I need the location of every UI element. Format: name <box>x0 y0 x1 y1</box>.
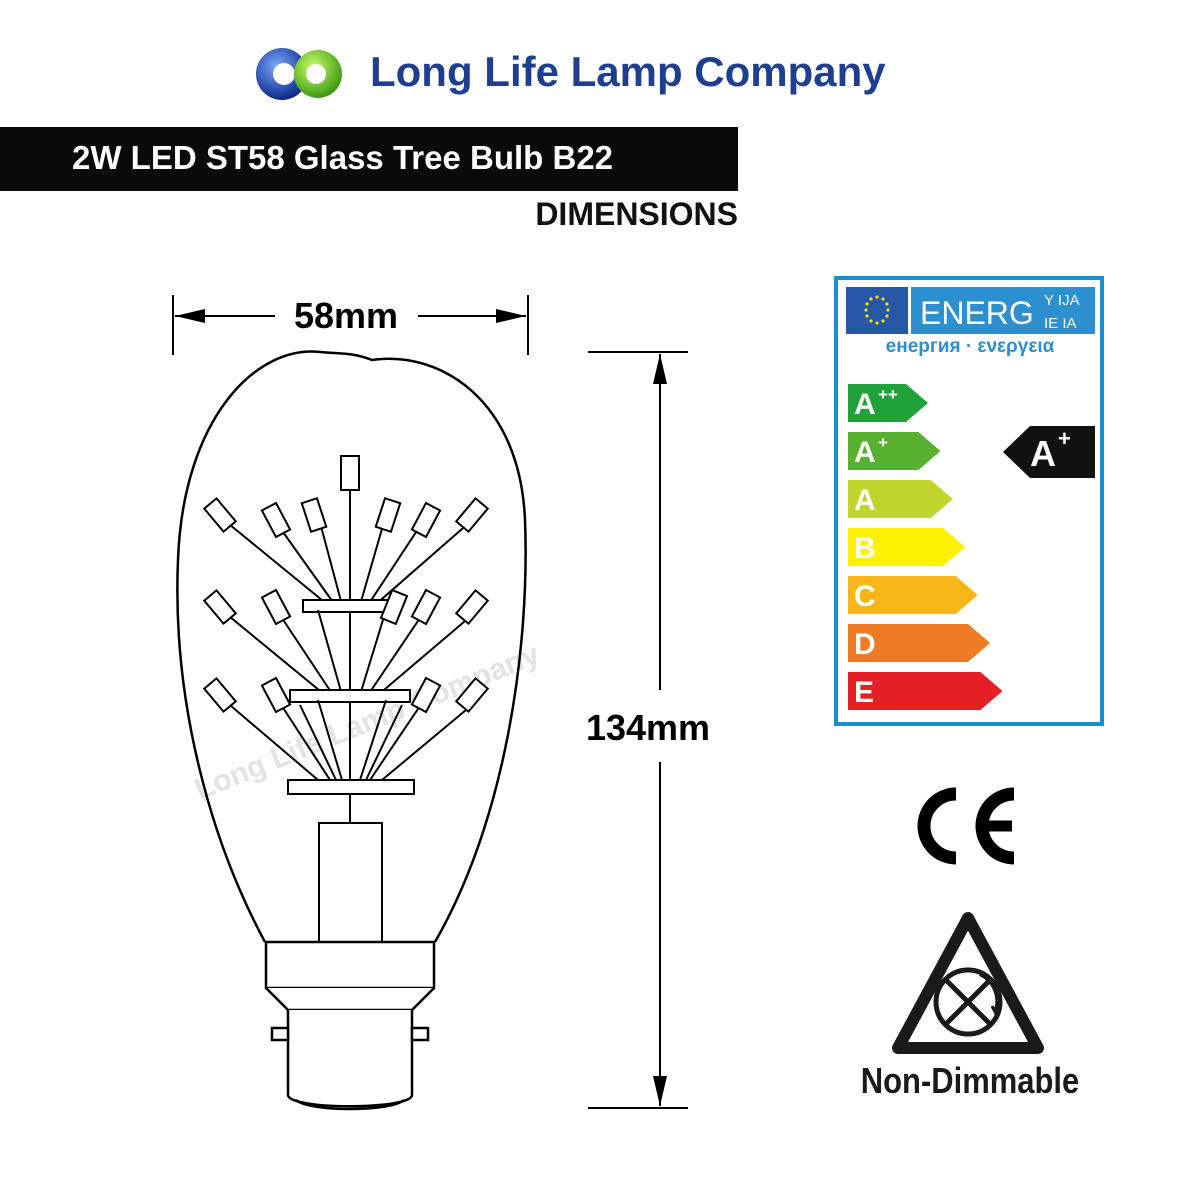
energy-header-suffix-bottom: IE IA <box>1044 315 1077 332</box>
b22-cap <box>264 940 436 1111</box>
brand-name: Long Life Lamp Company <box>370 48 886 95</box>
energy-class-grade: A <box>854 388 876 421</box>
energy-class-5: C <box>848 576 978 614</box>
energy-class-2: A+ <box>848 432 941 470</box>
width-label: 58mm <box>294 295 398 336</box>
brand-logo-icon <box>256 48 342 100</box>
energy-class-arrow <box>848 624 990 662</box>
energy-rating-grade: A <box>1030 433 1056 474</box>
energy-class-arrow <box>848 432 941 470</box>
product-title: 2W LED ST58 Glass Tree Bulb B22 <box>72 139 614 176</box>
height-label: 134mm <box>586 707 710 748</box>
energy-class-3: A <box>848 480 953 518</box>
non-dimmable-icon <box>892 912 1044 1054</box>
energy-class-sup: ++ <box>878 385 898 404</box>
energy-class-arrow <box>848 480 953 518</box>
brand-header: Long Life Lamp Company <box>248 40 968 110</box>
energy-subtitle: енергия · ενεργεια <box>886 336 1055 357</box>
eu-flag-icon <box>846 287 908 334</box>
energy-class-arrow <box>848 672 1003 710</box>
energy-class-grade: B <box>854 532 876 565</box>
energy-class-grade: A <box>854 436 876 469</box>
energy-class-sup: + <box>878 433 888 452</box>
energy-rating-sup: + <box>1058 426 1071 451</box>
width-dimension: 58mm <box>172 295 529 355</box>
energy-rating-indicator: A + <box>1003 426 1095 478</box>
energy-class-4: B <box>848 528 966 566</box>
tree-filament <box>202 455 490 943</box>
energy-class-6: D <box>848 624 990 662</box>
bulb-dimension-drawing: Long Life Lamp Company 58mm 134mm <box>172 295 710 1111</box>
energy-header-suffix-top: Y IJA <box>1044 292 1080 309</box>
energy-class-grade: C <box>854 580 876 613</box>
energy-label: ENERG Y IJA IE IA енергия · ενεργεια A++… <box>834 276 1104 726</box>
energy-class-grade: A <box>854 484 876 517</box>
energy-class-7: E <box>848 672 1003 710</box>
non-dimmable-label: Non-Dimmable <box>860 1060 1080 1101</box>
section-label: DIMENSIONS <box>535 196 738 232</box>
energy-class-1: A++ <box>848 384 928 422</box>
energy-class-arrow <box>848 384 928 422</box>
energy-class-arrow <box>848 576 978 614</box>
height-dimension: 134mm <box>586 351 710 1109</box>
ce-mark-icon <box>917 787 1015 865</box>
product-title-bar: 2W LED ST58 Glass Tree Bulb B22 <box>0 127 738 191</box>
energy-header: ENERG <box>920 295 1034 331</box>
energy-class-grade: E <box>854 676 874 709</box>
glass-envelope <box>176 350 527 943</box>
energy-class-grade: D <box>854 628 876 661</box>
energy-class-arrow <box>848 528 966 566</box>
